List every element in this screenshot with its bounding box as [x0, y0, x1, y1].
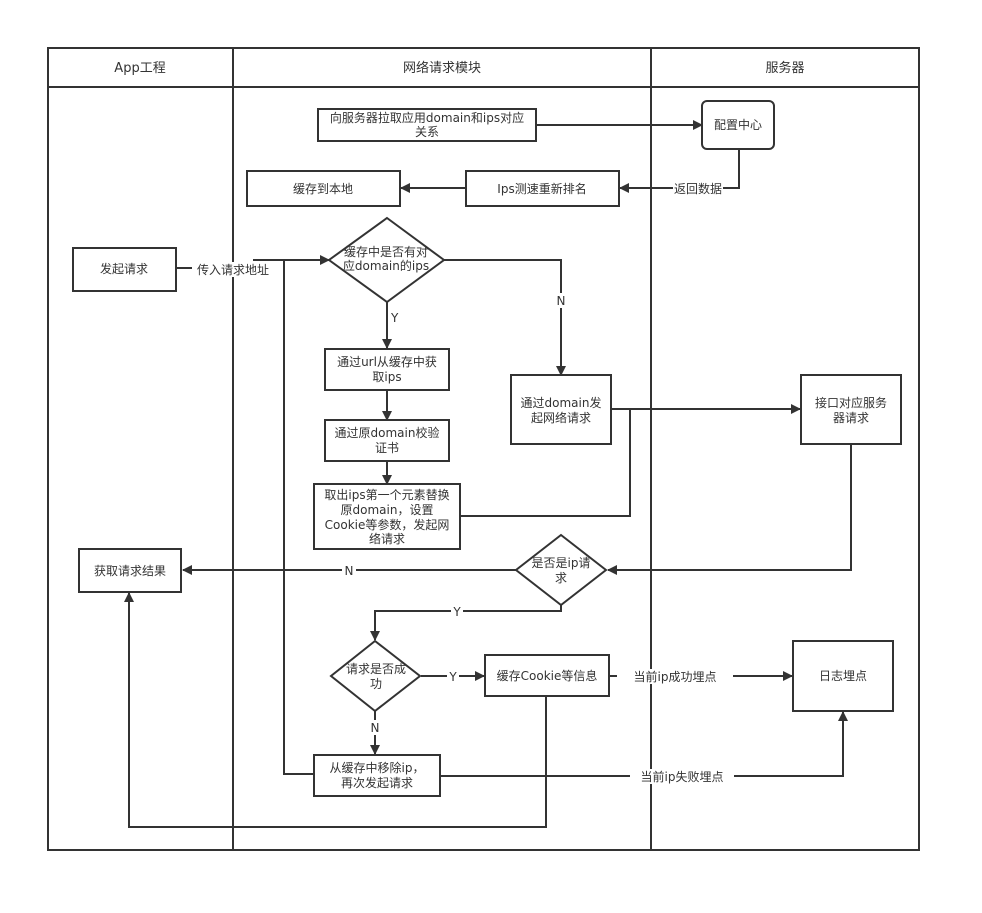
node-replace-domain[interactable]: 取出ips第一个元素替换 原domain，设置 Cookie等参数，发起网 络请… [313, 483, 461, 550]
svg-text:通过url从缓存中获: 通过url从缓存中获 [337, 354, 437, 369]
edge-label-isip-no: N [342, 563, 356, 578]
edge-label-isip-yes: Y [451, 604, 463, 619]
lane-title-app: App工程 [114, 61, 165, 76]
svg-text:证书: 证书 [375, 441, 399, 455]
edge-label-return-data: 返回数据 [673, 181, 723, 196]
svg-text:缓存中是否有对: 缓存中是否有对 [344, 244, 428, 259]
edge-remove-to-log [440, 711, 848, 777]
svg-text:缓存Cookie等信息: 缓存Cookie等信息 [497, 668, 598, 683]
svg-text:应domain的ips: 应domain的ips [343, 258, 429, 273]
svg-text:功: 功 [370, 677, 382, 691]
edge-config-to-rank [619, 149, 740, 193]
edge-hascache-no [444, 259, 566, 376]
svg-text:返回数据: 返回数据 [674, 181, 722, 196]
swimlane-frame: App工程 网络请求模块 服务器 [47, 47, 920, 851]
svg-text:从缓存中移除ip，: 从缓存中移除ip， [330, 760, 425, 775]
edge-label-fail-log: 当前ip失败埋点 [630, 769, 734, 784]
svg-text:器请求: 器请求 [833, 411, 869, 425]
node-fetch-mapping[interactable]: 向服务器拉取应用domain和ips对应 关系 [317, 108, 537, 142]
node-server-api[interactable]: 接口对应服务 器请求 [800, 374, 902, 445]
svg-text:通过原domain校验: 通过原domain校验 [335, 425, 440, 440]
edge-start-to-hascache [176, 260, 329, 268]
svg-text:向服务器拉取应用domain和ips对应: 向服务器拉取应用domain和ips对应 [330, 110, 524, 125]
node-cache-local[interactable]: 缓存到本地 [246, 170, 401, 207]
node-verify-cert[interactable]: 通过原domain校验 证书 [324, 419, 450, 462]
svg-text:取ips: 取ips [372, 370, 401, 384]
edge-label-pass-url: 传入请求地址 [195, 262, 271, 277]
svg-text:络请求: 络请求 [369, 531, 405, 546]
lane-title-network: 网络请求模块 [403, 60, 481, 76]
edge-label-hascache-no: N [555, 293, 567, 308]
svg-text:再次发起请求: 再次发起请求 [341, 775, 413, 790]
edge-label-hascache-yes: Y [390, 311, 399, 325]
svg-text:Ips测速重新排名: Ips测速重新排名 [497, 181, 586, 196]
svg-text:配置中心: 配置中心 [714, 117, 762, 132]
edge-label-success-yes: Y [447, 669, 459, 684]
svg-text:Y: Y [452, 605, 461, 619]
svg-text:求: 求 [555, 571, 567, 585]
edge-remove-to-hascache [283, 260, 313, 775]
svg-text:通过domain发: 通过domain发 [521, 395, 602, 410]
edge-label-success-log: 当前ip成功埋点 [617, 669, 733, 684]
svg-text:Cookie等参数，发起网: Cookie等参数，发起网 [325, 517, 450, 532]
node-has-cache[interactable]: 缓存中是否有对 应domain的ips [327, 216, 446, 304]
edge-isip-yes [370, 605, 562, 641]
node-is-ip-request[interactable]: 是否是ip请 求 [514, 533, 608, 607]
svg-text:N: N [345, 564, 354, 578]
node-get-result[interactable]: 获取请求结果 [78, 548, 182, 593]
svg-text:Y: Y [448, 670, 457, 684]
node-config-center[interactable]: 配置中心 [701, 100, 775, 150]
node-remove-ip[interactable]: 从缓存中移除ip， 再次发起请求 [313, 754, 441, 797]
svg-text:获取请求结果: 获取请求结果 [94, 564, 166, 578]
svg-text:N: N [371, 721, 380, 735]
svg-text:取出ips第一个元素替换: 取出ips第一个元素替换 [324, 488, 449, 502]
svg-text:当前ip成功埋点: 当前ip成功埋点 [634, 669, 717, 684]
edge-cookie-to-result [124, 592, 547, 828]
node-get-ips[interactable]: 通过url从缓存中获 取ips [324, 348, 450, 391]
svg-text:Y: Y [390, 311, 399, 325]
svg-text:请求是否成: 请求是否成 [346, 662, 406, 676]
node-is-success[interactable]: 请求是否成 功 [329, 639, 422, 713]
svg-text:关系: 关系 [415, 125, 439, 139]
svg-text:发起请求: 发起请求 [100, 261, 148, 276]
svg-text:原domain，设置: 原domain，设置 [341, 503, 434, 517]
node-domain-request[interactable]: 通过domain发 起网络请求 [510, 374, 612, 445]
svg-text:当前ip失败埋点: 当前ip失败埋点 [641, 769, 724, 784]
svg-text:日志埋点: 日志埋点 [819, 669, 867, 683]
edge-replace-to-junction [460, 409, 631, 517]
node-ips-rank[interactable]: Ips测速重新排名 [465, 170, 620, 207]
node-log-point[interactable]: 日志埋点 [792, 640, 894, 712]
edge-label-success-no: N [368, 720, 382, 735]
node-start-request[interactable]: 发起请求 [72, 247, 177, 292]
svg-text:传入请求地址: 传入请求地址 [197, 262, 269, 277]
svg-text:缓存到本地: 缓存到本地 [293, 182, 353, 196]
svg-text:起网络请求: 起网络请求 [531, 410, 591, 425]
edge-server-to-isip [607, 445, 852, 575]
svg-text:接口对应服务: 接口对应服务 [815, 395, 887, 410]
svg-text:是否是ip请: 是否是ip请 [532, 556, 591, 570]
node-cache-cookie[interactable]: 缓存Cookie等信息 [484, 654, 610, 697]
lane-title-server: 服务器 [765, 60, 804, 76]
svg-text:N: N [557, 294, 566, 308]
pool-border [47, 47, 920, 851]
